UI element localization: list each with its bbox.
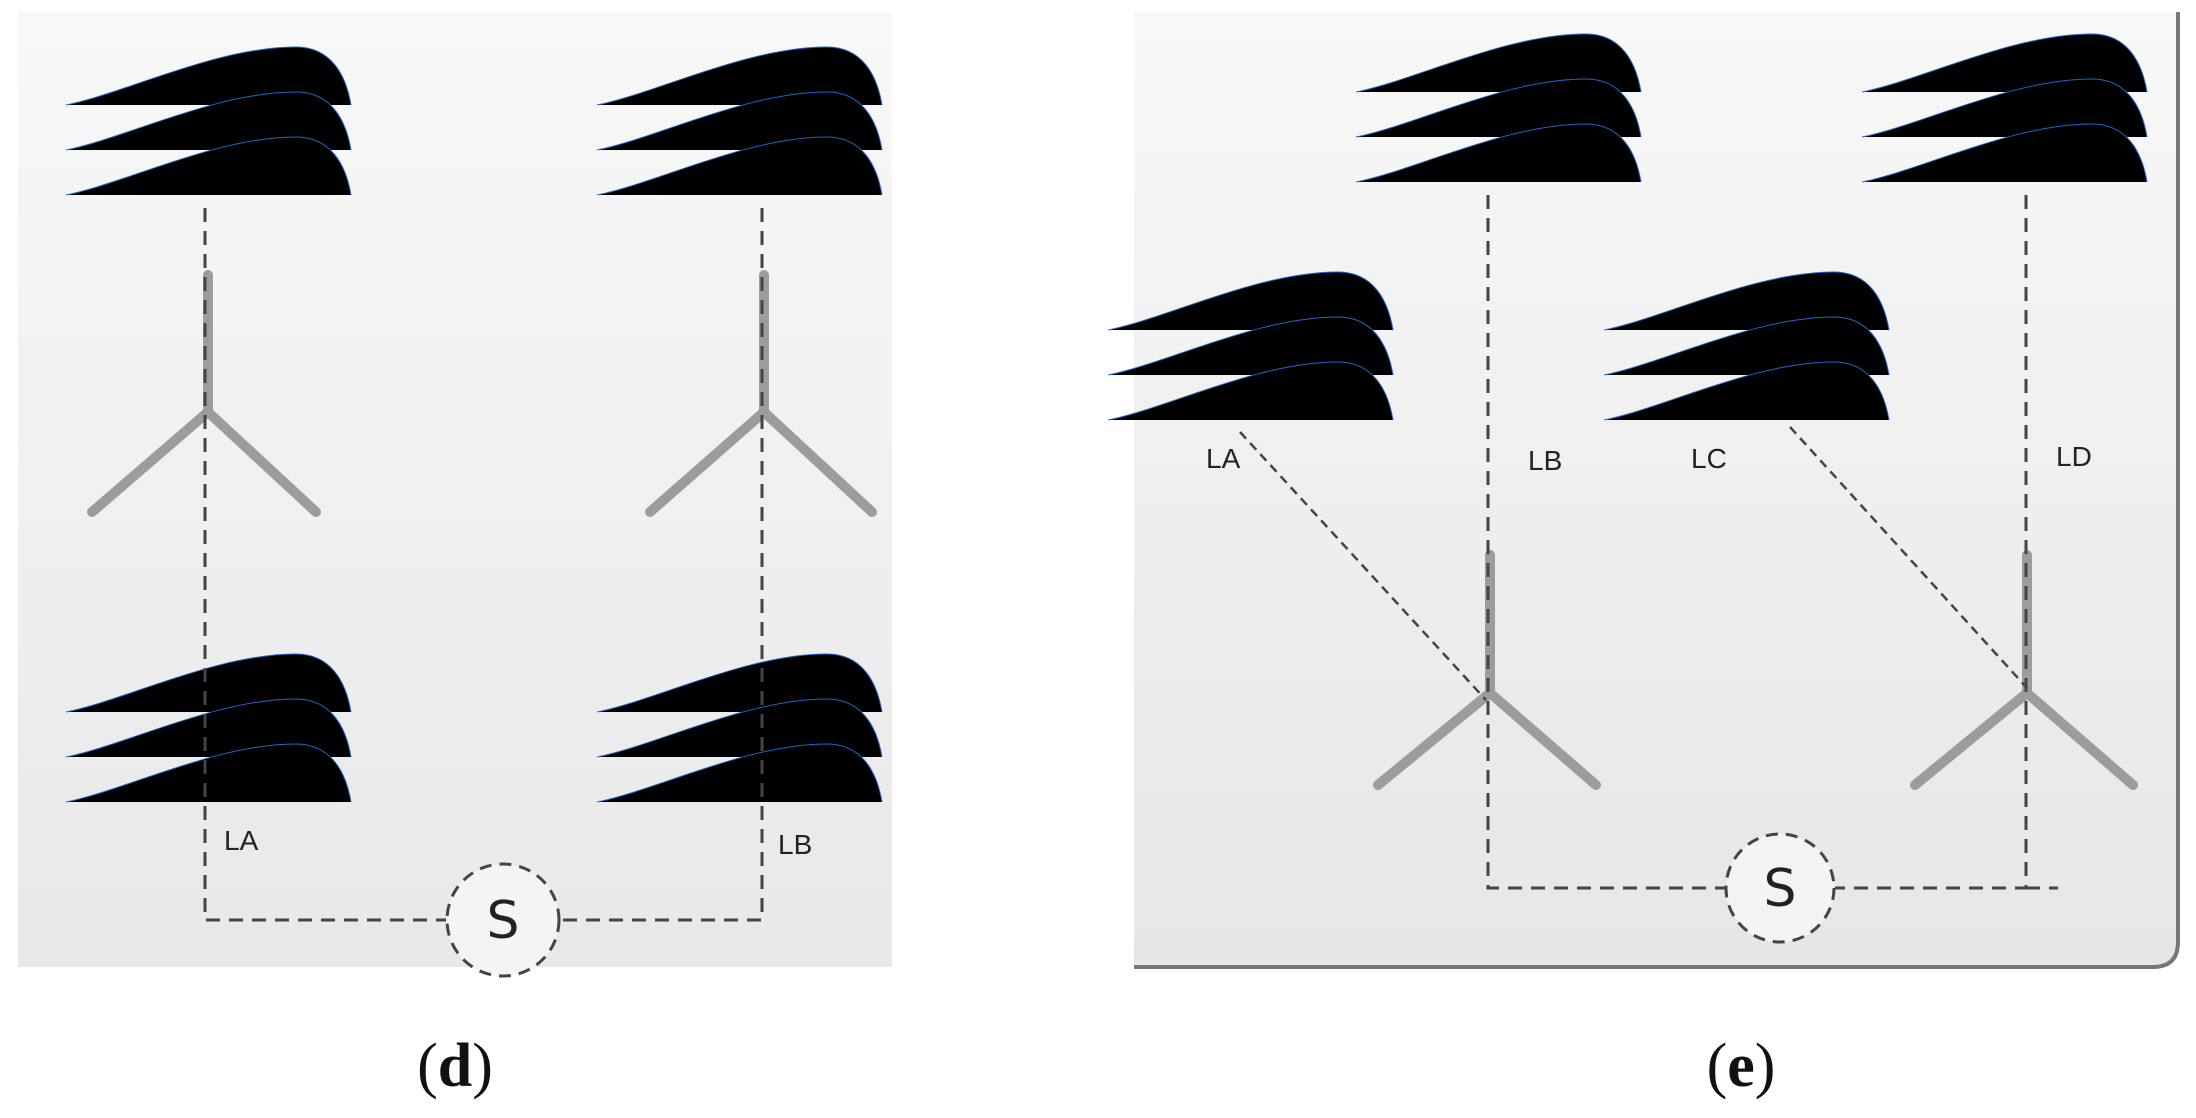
line-label-ld: LD: [2056, 441, 2092, 472]
connection-line-la: [203, 208, 446, 922]
switch-node: S: [1724, 832, 1836, 944]
line-label-lb: LB: [778, 829, 812, 860]
switch-label: S: [1763, 859, 1796, 919]
line-label-lc: LC: [1691, 443, 1727, 474]
connection-line-lb: [1486, 195, 1726, 890]
caption-e-letter: e: [1727, 1032, 1755, 1100]
line-label-lb: LB: [1528, 445, 1562, 476]
caption-d-close: ): [472, 1032, 493, 1100]
wind-turbine-icon: [1910, 550, 2138, 790]
switch-circle: [1724, 832, 1836, 944]
wind-turbine-icon: [1373, 550, 1601, 790]
wind-turbine-icon: [645, 270, 877, 517]
connection-line-lc: [1789, 426, 2028, 689]
switch-label: S: [486, 891, 519, 951]
connection-line-lb: [560, 208, 764, 922]
caption-e: (e): [1707, 1032, 1776, 1100]
caption-e-open: (: [1707, 1032, 1728, 1100]
connection-line-la: [1239, 431, 1487, 701]
caption-d: (d): [417, 1032, 493, 1100]
panel-d: S LA LB: [18, 12, 892, 978]
wind-turbine-icon: [87, 270, 321, 517]
caption-d-open: (: [417, 1032, 438, 1100]
line-label-la: LA: [224, 825, 259, 856]
line-label-la: LA: [1206, 443, 1241, 474]
switch-circle: [445, 862, 561, 978]
caption-e-close: ): [1755, 1032, 1776, 1100]
caption-d-letter: d: [438, 1032, 472, 1100]
panel-e-border: [1134, 12, 2180, 969]
switch-node: S: [445, 862, 561, 978]
panel-e: S LA LB LC LD: [1107, 12, 2180, 969]
panel-e-background: [1134, 12, 2178, 967]
